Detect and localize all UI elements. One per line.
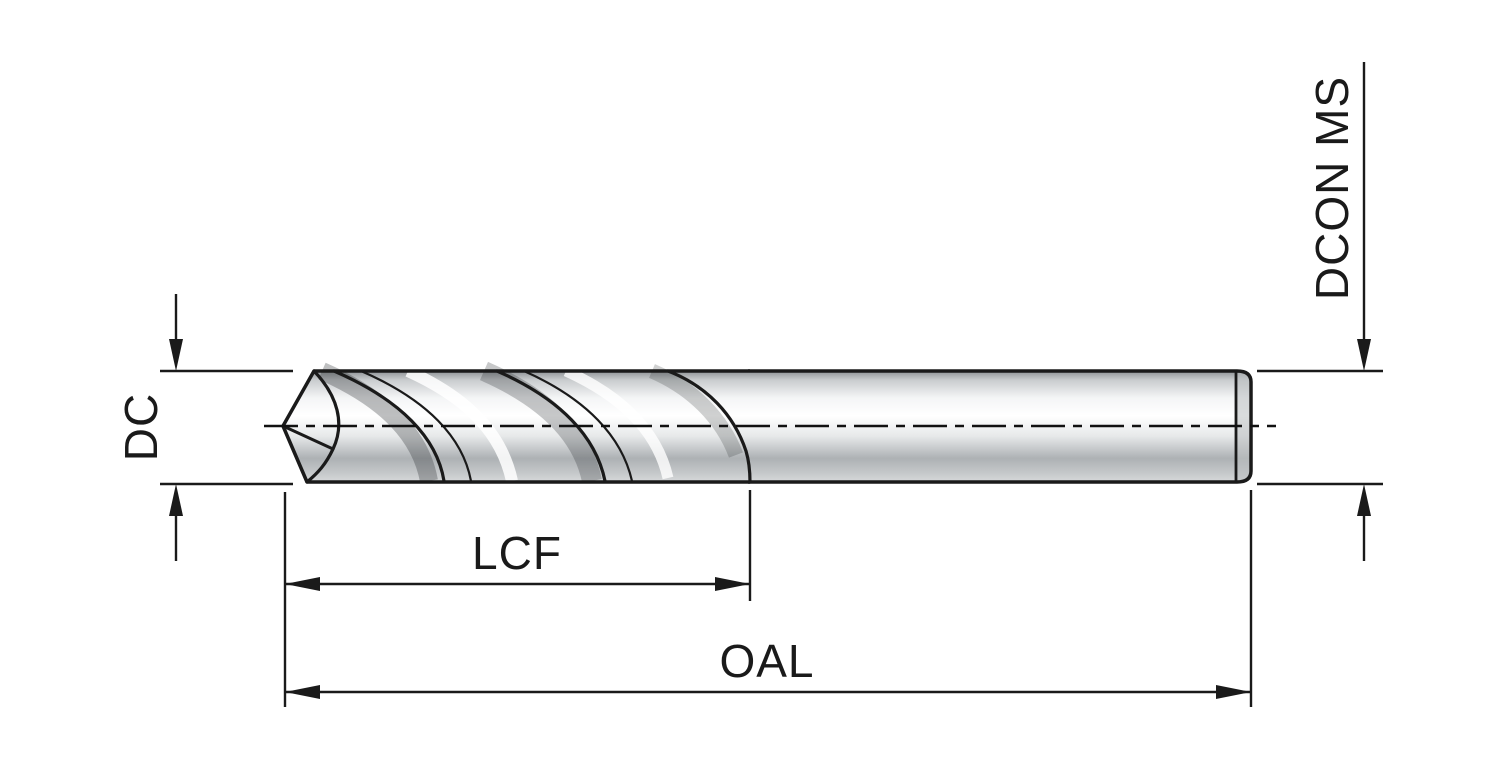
lcf-arrow-left-icon — [285, 577, 320, 591]
point-ridge-line — [281, 424, 335, 451]
dcon-ms-dimension — [1257, 62, 1383, 561]
dc-label: DC — [115, 392, 167, 462]
shank-end-ring — [1237, 373, 1249, 480]
flute-land-curve — [359, 369, 473, 483]
dcon-ms-label: DCON MS — [1306, 75, 1358, 301]
lcf-arrow-right-icon — [715, 577, 750, 591]
flute-highlight-band — [563, 365, 674, 480]
flute-shadow-band — [318, 362, 438, 483]
dcon-arrow-up-icon — [1357, 484, 1371, 516]
lcf-dimension — [283, 490, 752, 707]
flute-runout-curve — [666, 369, 752, 484]
dc-dimension — [160, 294, 293, 561]
flute-land-curve — [522, 369, 634, 483]
dcon-arrow-down-icon — [1357, 339, 1371, 371]
flute-highlight-band — [405, 365, 518, 483]
oal-dimension — [285, 490, 1253, 707]
dc-arrow-up-icon — [169, 484, 183, 516]
oal-arrow-left-icon — [285, 685, 320, 699]
drill-body — [264, 361, 1276, 484]
lcf-label: LCF — [472, 527, 562, 579]
flute-edge-curve — [332, 369, 446, 483]
oal-arrow-right-icon — [1216, 685, 1251, 699]
dc-arrow-down-icon — [169, 339, 183, 371]
flute-shadow-band — [648, 364, 744, 458]
flute-edge-curve — [495, 369, 607, 483]
flute-shadow-band — [479, 361, 602, 484]
oal-label: OAL — [719, 635, 815, 687]
